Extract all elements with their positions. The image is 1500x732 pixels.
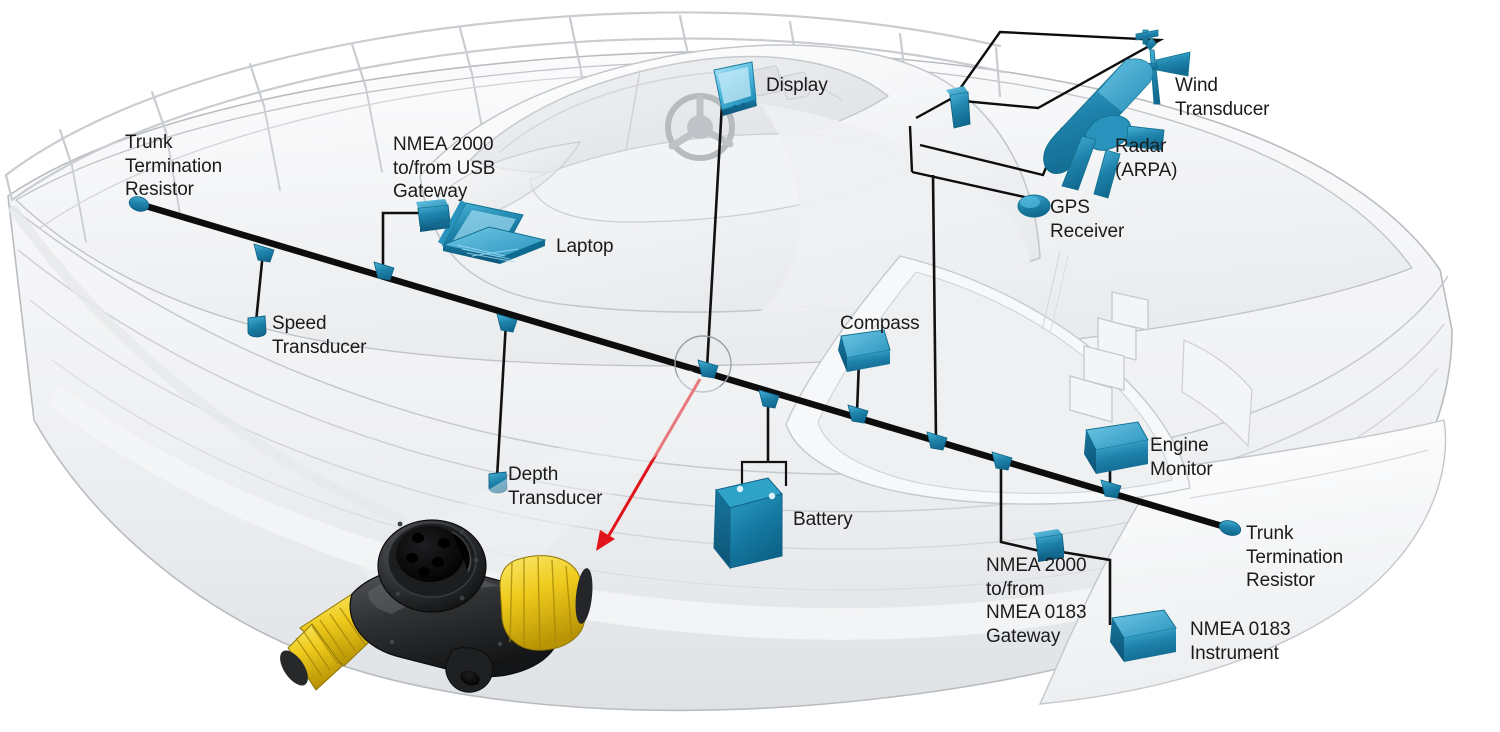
label-nmea0183-instrument: NMEA 0183 Instrument — [1190, 619, 1291, 664]
battery-lead-left — [740, 460, 768, 485]
callout-arrow-head — [596, 530, 615, 551]
stern-terminator — [1218, 520, 1242, 536]
nmea0183-instrument-unit — [1110, 609, 1177, 662]
drop-usb-gateway — [381, 211, 419, 270]
label-compass: Compass — [840, 313, 920, 334]
cabin-trim-2 — [1049, 255, 1069, 335]
drop-gps-radar-mast — [931, 174, 938, 441]
tee-right-yellow-nut — [499, 555, 593, 651]
tee-connector — [758, 389, 780, 409]
depth-transducer-unit — [488, 471, 508, 494]
trunk-backbone-cable — [135, 200, 1236, 533]
drop-display — [705, 85, 725, 369]
platform-edge — [1189, 449, 1429, 499]
laptop-unit — [438, 200, 547, 264]
label-nmea2000-usb-gateway: NMEA 2000 to/from USB Gateway — [393, 134, 496, 202]
drop-depth-transducer — [495, 321, 508, 479]
tee-connector — [373, 261, 395, 281]
battery-unit — [713, 477, 783, 570]
tee-connector — [496, 313, 518, 333]
cockpit-inner — [817, 271, 1173, 494]
battery-lead-right — [768, 460, 788, 486]
tee-body-screws — [390, 640, 502, 646]
dash-bezel-2 — [782, 72, 810, 100]
tee-connectors — [253, 243, 1122, 499]
engine-monitor-unit — [1084, 421, 1149, 474]
cabin-trim — [1041, 251, 1061, 331]
label-nmea2000-nmea0183-gateway: NMEA 2000 to/from NMEA 0183 Gateway — [986, 555, 1087, 647]
tee-pin-holes — [406, 533, 450, 577]
label-engine-monitor: Engine Monitor — [1150, 435, 1213, 480]
usb-gateway-unit — [416, 199, 451, 232]
callout-arrow-line — [606, 378, 702, 538]
label-gps-receiver: GPS Receiver — [1050, 197, 1125, 242]
windshield-mullion — [623, 69, 641, 163]
label-wind-transducer: Wind Transducer — [1175, 75, 1270, 120]
transom-door — [1181, 339, 1253, 448]
sheer-line-1 — [9, 205, 1449, 475]
sheer-line-2 — [17, 249, 1445, 513]
trunk-cable-line — [135, 200, 1236, 533]
compass-unit — [838, 329, 891, 372]
tee-connector — [926, 431, 948, 451]
tee-connector — [253, 243, 275, 263]
label-laptop: Laptop — [556, 236, 614, 257]
gps-unit — [1017, 194, 1051, 218]
drop-nmea0183-instrument — [1055, 549, 1112, 625]
radar-unit — [1043, 58, 1165, 199]
label-speed-transducer: Speed Transducer — [272, 313, 367, 358]
label-trunk-termination-resistor-stern: Trunk Termination Resistor — [1246, 523, 1344, 591]
label-radar-arpa: Radar (ARPA) — [1115, 136, 1178, 181]
cockpit-stairs — [1069, 291, 1149, 423]
speed-transducer-unit — [247, 315, 267, 338]
cabin-roof-shade — [760, 104, 1030, 312]
tee-connector — [847, 404, 869, 424]
tee-connector — [697, 359, 719, 379]
tee-connector — [991, 451, 1013, 471]
label-trunk-termination-resistor-bow: Trunk Termination Resistor — [125, 132, 223, 200]
mast-tee-connector — [946, 86, 971, 129]
tee-connector-photo — [280, 519, 593, 693]
label-depth-transducer: Depth Transducer — [508, 464, 603, 509]
nmea0183-gateway-unit — [1033, 529, 1065, 562]
drop-speed-transducer — [254, 251, 265, 323]
label-display: Display — [766, 75, 828, 96]
tee-connector — [1100, 479, 1122, 499]
label-battery: Battery — [793, 509, 853, 530]
tee-top-connector — [377, 519, 487, 613]
drop-cables — [254, 85, 1112, 625]
drop-nmea0183-gateway — [999, 460, 1041, 553]
bow-terminator — [128, 196, 150, 212]
callout-circle — [674, 335, 732, 393]
bow-highlight — [9, 205, 405, 525]
display-unit — [713, 61, 757, 116]
